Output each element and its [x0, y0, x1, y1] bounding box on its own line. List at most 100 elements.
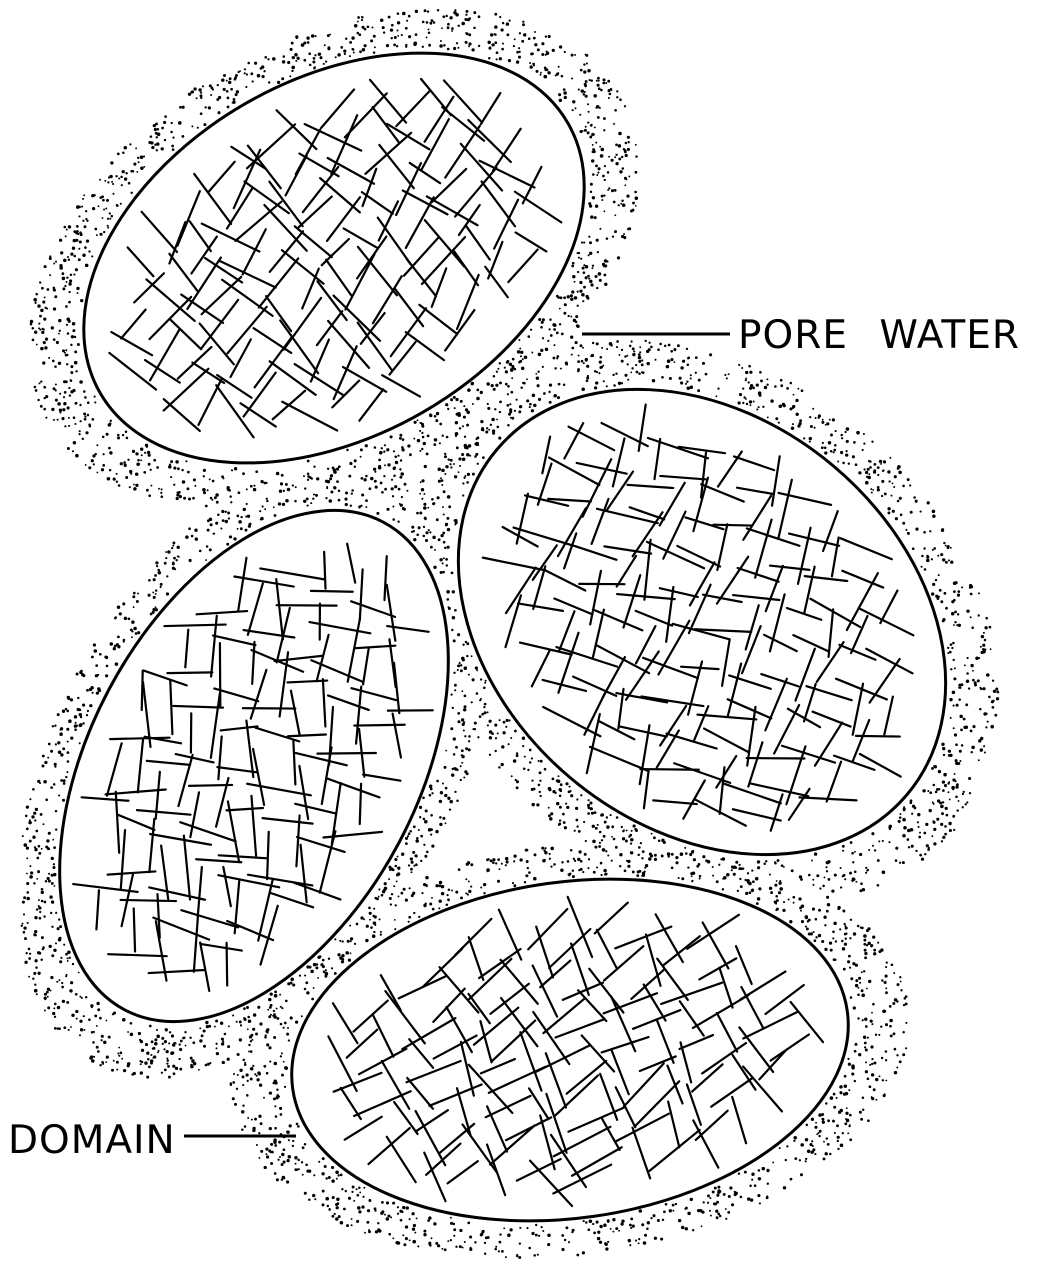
stipple-dot	[609, 342, 613, 346]
stipple-dot	[550, 865, 552, 867]
stipple-dot	[601, 148, 605, 152]
stipple-dot	[406, 20, 408, 22]
stipple-dot	[471, 48, 474, 51]
stipple-dot	[442, 532, 445, 535]
stipple-dot	[244, 1125, 247, 1128]
stipple-dot	[451, 27, 454, 30]
stipple-dot	[405, 1237, 408, 1240]
stipple-dot	[488, 57, 490, 59]
stipple-dot	[327, 46, 330, 49]
stipple-dot	[34, 930, 37, 933]
stipple-dot	[467, 1222, 470, 1225]
stipple-dot	[924, 853, 926, 855]
stipple-dot	[137, 157, 139, 159]
stipple-dot	[871, 1096, 873, 1098]
stipple-dot	[383, 475, 385, 477]
stipple-dot	[443, 541, 446, 544]
stipple-dot	[926, 555, 928, 557]
stipple-dot	[800, 1143, 804, 1147]
stipple-dot	[521, 40, 524, 43]
stipple-dot	[950, 668, 952, 670]
stipple-dot	[55, 383, 57, 385]
stipple-dot	[444, 453, 446, 455]
stipple-dot	[564, 826, 567, 829]
stipple-dot	[44, 296, 46, 298]
stipple-dot	[48, 743, 51, 746]
stipple-dot	[97, 1008, 100, 1011]
stipple-dot	[108, 1036, 111, 1039]
stipple-dot	[365, 444, 368, 447]
stipple-dot	[872, 935, 875, 938]
stipple-dot	[468, 740, 470, 742]
stipple-dot	[26, 828, 29, 831]
stipple-dot	[524, 881, 526, 883]
stipple-dot	[269, 1061, 271, 1063]
stipple-dot	[953, 705, 955, 707]
stipple-dot	[102, 217, 104, 219]
stipple-dot	[255, 1033, 258, 1036]
stipple-dot	[558, 383, 561, 386]
stipple-dot	[563, 312, 566, 315]
stipple-dot	[594, 216, 597, 219]
stipple-dot	[47, 1006, 50, 1009]
stipple-dot	[574, 281, 576, 283]
stipple-dot	[658, 840, 661, 843]
stipple-dot	[861, 989, 864, 992]
stipple-dot	[408, 916, 411, 919]
stipple-dot	[603, 265, 606, 268]
stipple-dot	[871, 1012, 873, 1014]
stipple-dot	[931, 767, 934, 770]
stipple-dot	[654, 1237, 657, 1240]
stipple-dot	[582, 347, 584, 349]
stipple-dot	[604, 165, 606, 167]
stipple-dot	[528, 37, 531, 40]
stipple-dot	[405, 899, 408, 902]
stipple-dot	[783, 901, 785, 903]
stipple-dot	[803, 437, 805, 439]
stipple-dot	[456, 769, 458, 771]
stipple-dot	[592, 173, 595, 176]
stipple-dot	[392, 1237, 394, 1239]
stipple-dot	[506, 719, 509, 722]
stipple-dot	[328, 1208, 330, 1210]
stipple-dot	[709, 1197, 711, 1199]
stipple-dot	[885, 1023, 888, 1026]
stipple-dot	[932, 515, 935, 518]
stipple-dot	[630, 371, 632, 373]
stipple-dot	[571, 54, 574, 57]
stipple-dot	[954, 773, 956, 775]
stipple-dot	[616, 96, 618, 98]
stipple-dot	[409, 453, 412, 456]
stipple-dot	[378, 1229, 381, 1232]
stipple-dot	[381, 447, 383, 449]
stipple-dot	[585, 54, 587, 56]
stipple-dot	[61, 986, 64, 989]
stipple-dot	[674, 361, 676, 363]
stipple-dot	[449, 16, 452, 19]
stipple-dot	[895, 847, 898, 850]
stipple-dot	[86, 714, 88, 716]
stipple-dot	[274, 1127, 277, 1130]
stipple-dot	[318, 1161, 320, 1163]
stipple-dot	[899, 862, 901, 864]
stipple-dot	[607, 1241, 609, 1243]
stipple-dot	[571, 265, 574, 268]
stipple-dot	[902, 522, 905, 525]
stipple-dot	[587, 812, 590, 815]
stipple-dot	[531, 352, 533, 354]
stipple-dot	[251, 80, 253, 82]
stipple-dot	[400, 892, 403, 895]
stipple-dot	[331, 967, 333, 969]
stipple-dot	[349, 41, 352, 44]
stipple-dot	[794, 1157, 797, 1160]
stipple-dot	[370, 477, 373, 480]
stipple-dot	[927, 501, 930, 504]
stipple-dot	[464, 475, 466, 477]
stipple-dot	[857, 994, 860, 997]
stipple-dot	[580, 794, 582, 796]
stipple-dot	[67, 741, 69, 743]
stipple-dot	[599, 831, 602, 834]
stipple-dot	[187, 471, 190, 474]
stipple-dot	[654, 359, 656, 361]
stipple-dot	[885, 1050, 888, 1053]
